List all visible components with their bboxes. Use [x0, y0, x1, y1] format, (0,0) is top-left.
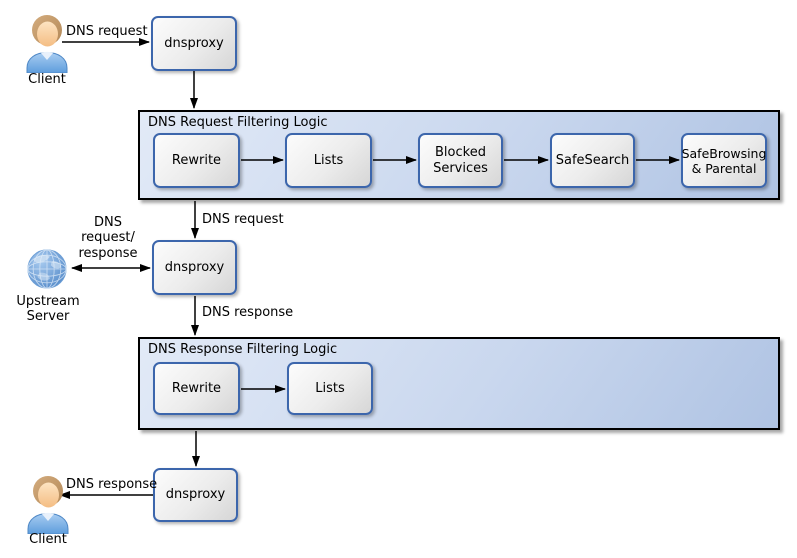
- stage-safesearch: SafeSearch: [550, 133, 635, 188]
- node-dnsproxy-middle: dnsproxy: [152, 240, 237, 295]
- user-icon: [26, 474, 70, 535]
- stage-blocked-services-label: Blocked Services: [433, 144, 488, 176]
- user-icon: [25, 13, 69, 74]
- stage-rewrite-request: Rewrite: [153, 133, 240, 188]
- edge-label-dns-response-bottom: DNS response: [66, 477, 158, 492]
- node-dnsproxy-bottom-label: dnsproxy: [165, 487, 226, 503]
- globe-icon: [26, 248, 68, 290]
- stage-rewrite-request-label: Rewrite: [171, 152, 222, 168]
- stage-safebrowsing-parental: SafeBrowsing & Parental: [681, 133, 767, 188]
- upstream-server-label: Upstream Server: [16, 294, 80, 325]
- client-top-label: Client: [28, 72, 66, 87]
- node-dnsproxy-top: dnsproxy: [151, 16, 237, 71]
- node-dnsproxy-middle-label: dnsproxy: [164, 259, 225, 275]
- edge-label-upstream-exchange: DNS request/ response: [78, 215, 138, 261]
- node-dnsproxy-top-label: dnsproxy: [164, 35, 224, 51]
- stage-safebrowsing-parental-label: SafeBrowsing & Parental: [681, 145, 767, 176]
- stage-lists-response: Lists: [287, 362, 373, 415]
- stage-blocked-services: Blocked Services: [418, 133, 503, 188]
- stage-lists-response-label: Lists: [315, 380, 345, 396]
- stage-lists-request: Lists: [285, 133, 372, 188]
- edge-label-dns-response-mid: DNS response: [202, 305, 294, 320]
- response-pipeline-title: DNS Response Filtering Logic: [148, 342, 338, 357]
- node-dnsproxy-bottom: dnsproxy: [153, 468, 238, 522]
- edge-label-dns-request-top: DNS request: [66, 24, 148, 39]
- stage-lists-request-label: Lists: [313, 152, 344, 168]
- stage-rewrite-response: Rewrite: [153, 362, 240, 415]
- request-pipeline-title: DNS Request Filtering Logic: [148, 115, 328, 130]
- client-bottom-label: Client: [29, 532, 67, 547]
- stage-safesearch-label: SafeSearch: [555, 152, 630, 168]
- response-pipeline-container: [138, 337, 780, 430]
- stage-rewrite-response-label: Rewrite: [171, 380, 222, 396]
- edge-label-dns-request-mid: DNS request: [202, 212, 284, 227]
